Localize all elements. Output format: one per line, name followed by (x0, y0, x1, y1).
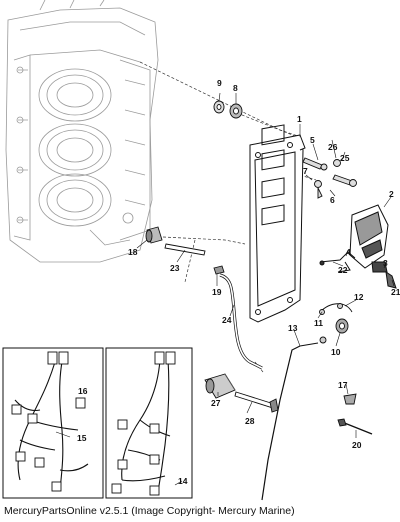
callout-labels: 1 2 3 4 5 6 7 8 9 10 11 12 13 14 15 16 1… (77, 78, 400, 486)
long-rod (261, 345, 301, 501)
fitting-and-tube (145, 226, 206, 256)
callout-2: 2 (389, 189, 394, 199)
callout-11: 11 (314, 318, 323, 328)
callout-6: 6 (330, 195, 335, 205)
callout-7: 7 (303, 166, 308, 176)
control-module (319, 204, 397, 289)
harness-inset-left (2, 347, 104, 499)
callout-23: 23 (170, 263, 180, 273)
anode-and-stud (204, 373, 279, 413)
callout-3: 3 (383, 258, 388, 268)
harness-inset-right (105, 347, 193, 499)
callout-28: 28 (245, 416, 255, 426)
callout-22: 22 (338, 265, 348, 275)
callout-13: 13 (288, 323, 298, 333)
callout-24: 24 (222, 315, 232, 325)
engine-block (5, 0, 159, 263)
callout-18: 18 (128, 247, 138, 257)
callout-21: 21 (391, 287, 400, 297)
mounting-bracket (249, 124, 306, 323)
callout-12: 12 (354, 292, 364, 302)
callout-4: 4 (346, 247, 351, 257)
callout-leaders (55, 92, 395, 486)
callout-16: 16 (78, 386, 88, 396)
washer-and-nut (213, 100, 243, 119)
callout-1: 1 (297, 114, 302, 124)
footer-copyright: MercuryPartsOnline v2.5.1 (Image Copyrig… (4, 505, 295, 517)
callout-17: 17 (338, 380, 348, 390)
callout-19: 19 (212, 287, 222, 297)
callout-20: 20 (352, 440, 362, 450)
callout-27: 27 (211, 398, 221, 408)
sensor-assembly (213, 265, 353, 344)
callout-10: 10 (331, 347, 341, 357)
callout-8: 8 (233, 83, 238, 93)
callout-25: 25 (340, 153, 350, 163)
callout-14: 14 (178, 476, 188, 486)
fasteners-top (302, 157, 357, 199)
clip-and-tie (337, 393, 373, 435)
callout-26: 26 (328, 142, 338, 152)
callout-5: 5 (310, 135, 315, 145)
callout-9: 9 (217, 78, 222, 88)
callout-15: 15 (77, 433, 87, 443)
